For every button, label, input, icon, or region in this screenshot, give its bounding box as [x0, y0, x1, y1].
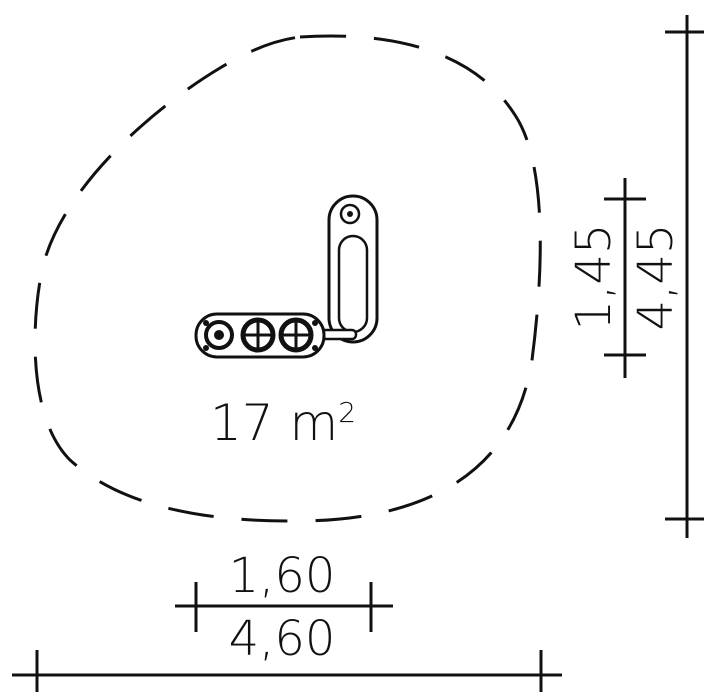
depth-inner-dimension — [604, 178, 646, 378]
depth-outer-dimension — [665, 15, 704, 538]
depth-inner-label: 1,45 — [566, 224, 622, 331]
width-outer-dimension — [12, 650, 562, 692]
width-outer-label: 4,60 — [229, 611, 336, 667]
width-inner-dimension — [175, 582, 393, 632]
area-label: 17 m2 — [210, 394, 356, 452]
width-inner-label: 1,60 — [229, 548, 336, 604]
equipment-horizontal-element — [194, 312, 326, 359]
safety-zone-outline — [33, 34, 542, 523]
depth-outer-label: 4,45 — [628, 224, 684, 331]
equipment-vertical-element — [327, 194, 379, 344]
